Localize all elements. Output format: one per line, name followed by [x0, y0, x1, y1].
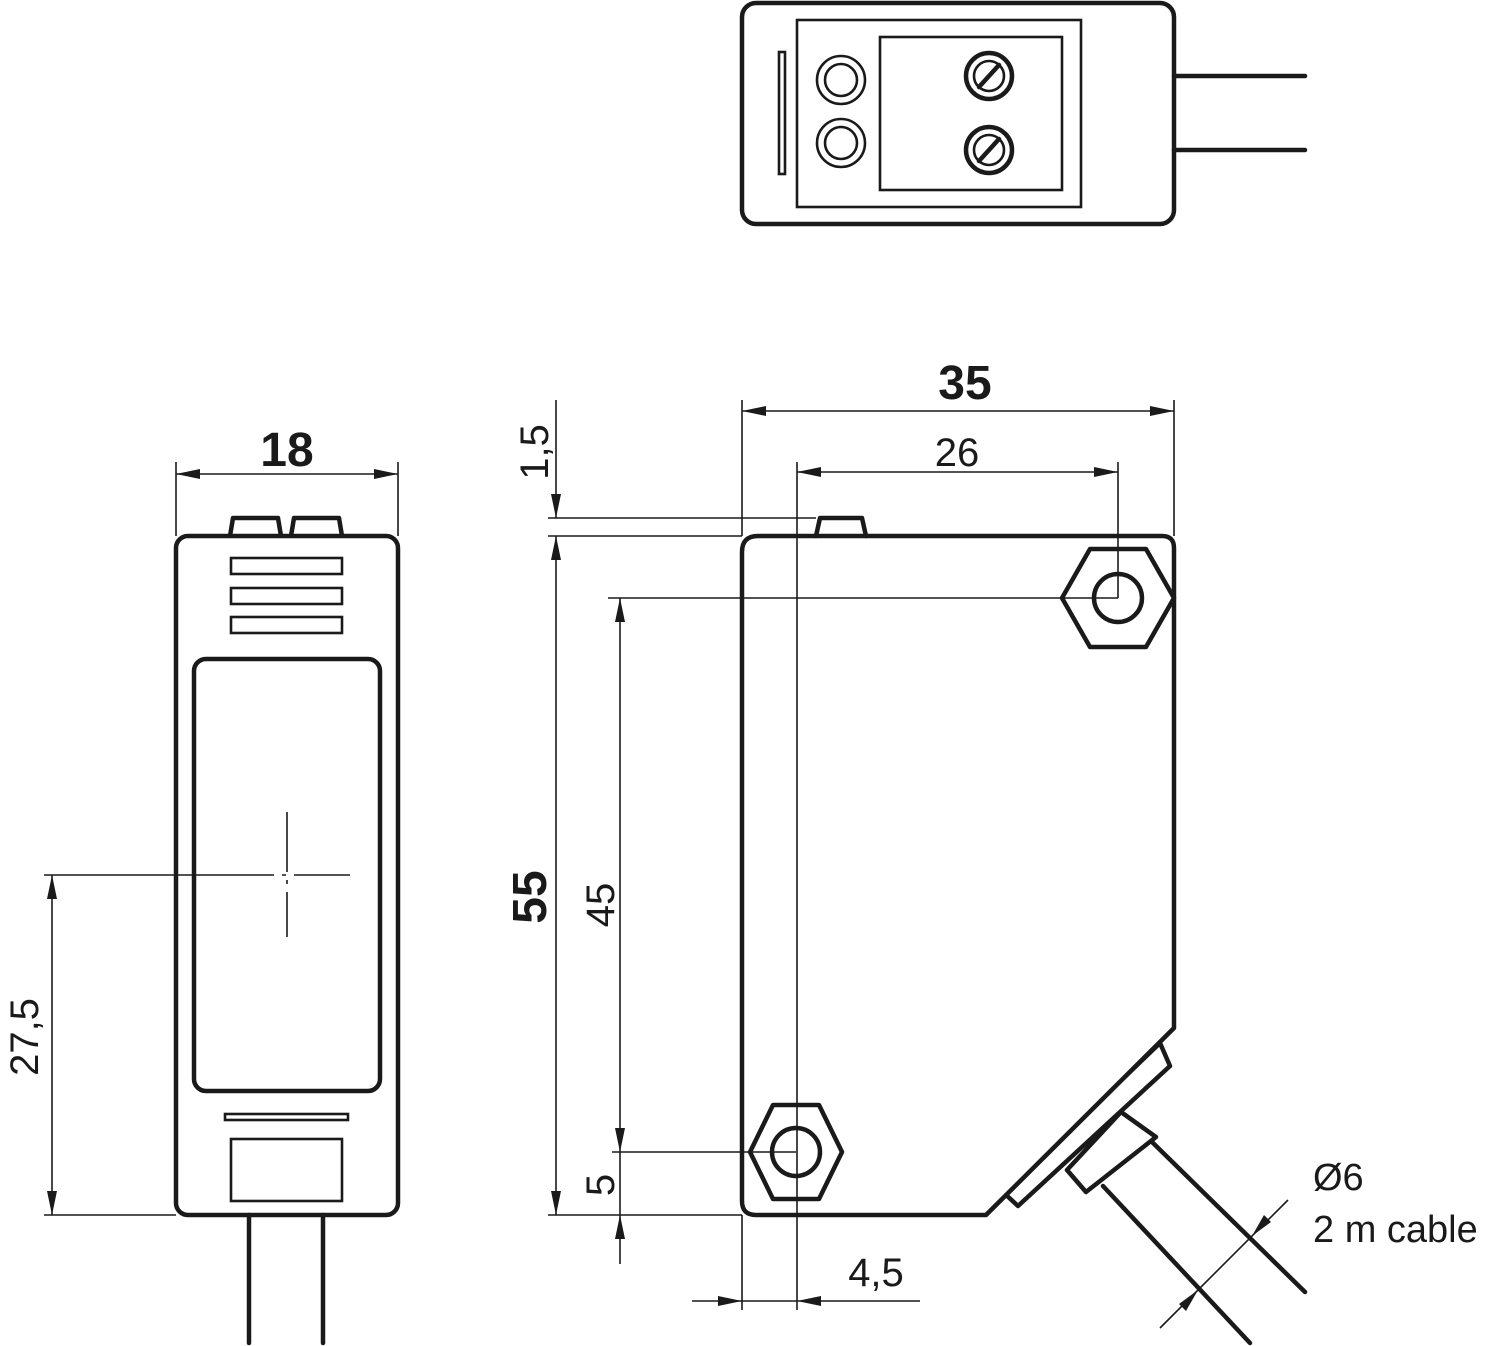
dim-optical-axis-label: 27,5	[3, 998, 47, 1076]
dimension-width-total: 35	[741, 357, 1175, 536]
top-view	[739, 0, 1308, 227]
dimension-hole-spacing-vertical: 45	[579, 597, 1118, 1153]
front-view-tab	[288, 515, 345, 539]
dimension-side-offset: 4,5	[692, 1215, 920, 1310]
dim-front-width-label: 18	[260, 424, 313, 477]
cable-diameter-label: Ø6	[1313, 1157, 1364, 1199]
front-view-tab	[227, 515, 284, 539]
cable	[1100, 1137, 1308, 1346]
label-strip	[223, 1112, 350, 1122]
dim-height-total-label: 55	[504, 870, 557, 923]
top-view-panel	[878, 35, 1064, 192]
side-view-housing	[739, 533, 1177, 1218]
dimension-top-protrusion: 1,5	[513, 400, 816, 537]
dim-bottom-offset-label: 5	[579, 1174, 623, 1196]
led-indicator-icon	[815, 117, 867, 169]
top-view-led-bar	[777, 50, 787, 176]
dim-hole-spacing-horizontal-label: 26	[935, 431, 980, 475]
vent-slot	[229, 615, 344, 635]
adjustment-screw-icon	[963, 124, 1015, 176]
dimension-front-width: 18	[175, 424, 399, 536]
side-view	[739, 515, 1308, 1346]
connector-block	[229, 1137, 344, 1203]
cable-length-label: 2 m cable	[1313, 1209, 1478, 1251]
top-view-housing	[739, 0, 1177, 227]
front-view	[173, 515, 401, 1346]
side-view-top-tab	[813, 515, 869, 539]
vent-slot	[229, 556, 344, 576]
vent-slot	[229, 586, 344, 606]
dimension-cable-diameter: Ø6 2 m cable	[1159, 1157, 1478, 1329]
led-indicator-icon	[815, 54, 867, 106]
dimension-height-total: 55	[504, 536, 742, 1216]
adjustment-screw-icon	[963, 50, 1015, 102]
dim-hole-spacing-vertical-label: 45	[579, 883, 623, 928]
dimension-optical-axis-height: 27,5	[3, 874, 214, 1216]
dim-side-offset-label: 4,5	[848, 1251, 904, 1295]
cable-gland	[1001, 1040, 1173, 1209]
dim-top-protrusion-label: 1,5	[513, 424, 557, 480]
dimension-hole-spacing-horizontal: 26	[796, 431, 1119, 1310]
dim-width-total-label: 35	[938, 357, 991, 410]
dimension-bottom-offset: 5	[579, 1152, 625, 1264]
top-view-inner-frame	[795, 18, 1083, 209]
